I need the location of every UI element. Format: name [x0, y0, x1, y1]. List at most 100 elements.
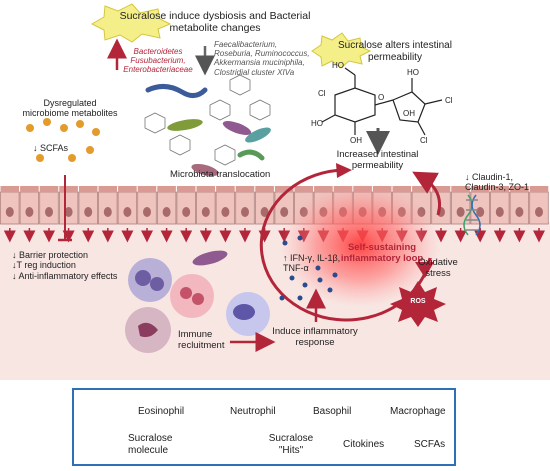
microvilli: [78, 186, 98, 192]
legend-box: [72, 388, 456, 466]
scfa-dot: [86, 146, 94, 154]
lamina-propria: [0, 222, 550, 380]
cytokine-label: ↑ IFN-γ, IL-1β, TNF-α: [283, 253, 341, 274]
oxidative-to-permeability-arrow: [412, 171, 441, 216]
decreased-taxon: Faecalibacterium,: [214, 40, 278, 49]
svg-text:O: O: [378, 93, 384, 102]
microvilli: [235, 186, 255, 192]
cell-nucleus: [45, 207, 53, 217]
cytokine-dot: [317, 277, 323, 283]
loop-arrow-head-right: [415, 262, 434, 278]
cell-nucleus: [143, 207, 151, 217]
scfa-dot: [60, 124, 68, 132]
permeability-title: Sucralose alters intestinal permeability: [338, 40, 452, 63]
svg-text:HO: HO: [332, 61, 344, 70]
cell-nucleus: [476, 207, 485, 217]
immune-cells: [125, 250, 270, 353]
increased-taxon: Bacteroidetes: [133, 47, 183, 56]
increased-permeability-label: Increased intestinal permeability: [336, 149, 419, 171]
cell-nucleus: [280, 207, 289, 217]
legend-neutrophil: Neutrophil: [230, 406, 276, 417]
cell-nucleus: [5, 207, 14, 217]
increased-taxon: Enterobacteriaceae: [123, 65, 193, 75]
microvilli: [59, 186, 78, 192]
svg-text:Cl: Cl: [420, 136, 428, 145]
legend-basophil: Basophil: [313, 406, 352, 417]
inflammatory-response-label: Induce inflammatory response: [272, 326, 358, 348]
cell-nucleus: [64, 207, 73, 217]
microvilli: [98, 186, 118, 192]
cytokine-dot: [279, 295, 285, 301]
svg-text:Cl: Cl: [318, 89, 326, 98]
legend-citokines: Citokines: [343, 439, 385, 450]
increased-taxon: Fusubacterium,: [130, 56, 186, 66]
decreased-taxon: Clostridial cluster XIVa: [214, 67, 295, 77]
microvilli: [176, 186, 196, 192]
microvilli: [451, 186, 470, 192]
sucralose-hit-burst-right: [311, 32, 372, 69]
cytokine-dot: [289, 275, 295, 281]
cytokine-dot: [332, 272, 338, 278]
microvilli: [255, 186, 274, 192]
svg-text:HO: HO: [407, 68, 419, 77]
microvilli: [510, 186, 529, 192]
microvilli: [196, 186, 216, 192]
cytokine-dot: [327, 287, 333, 293]
microvilli: [118, 186, 137, 192]
cell-nucleus: [241, 207, 249, 217]
scfa-dot: [76, 120, 84, 128]
loop-label: Self-sustaining inflammatory loop: [340, 242, 424, 264]
cell-nucleus: [201, 207, 210, 217]
barrier-effects-list: ↓ Barrier protection ↓T reg induction ↓ …: [12, 250, 120, 281]
ros-label: ROS: [410, 298, 426, 305]
legend-sucralose-hits: Sucralose "Hits": [268, 433, 314, 456]
legend-macrophage: Macrophage: [390, 406, 446, 417]
cell-nucleus: [515, 207, 524, 217]
microvilli: [294, 186, 314, 192]
scfa-dot: [26, 124, 34, 132]
cell-nucleus: [221, 207, 230, 217]
microvilli: [0, 186, 20, 192]
microvilli: [431, 186, 451, 192]
tight-junction-label: ↓ Claudin-1, Claudin-3, ZO-1: [465, 172, 530, 193]
cell-nucleus: [260, 207, 269, 217]
cytokine-dot: [297, 235, 303, 241]
tight-junction-icon: [463, 194, 481, 236]
barrier-effect: ↓ Anti-inflammatory effects: [12, 270, 118, 281]
microvilli: [274, 186, 294, 192]
scfa-dots: [26, 118, 100, 162]
ros-burst: [390, 281, 446, 327]
legend-sucralose-molecule: Sucralose molecule: [128, 433, 173, 456]
microvilli: [392, 186, 412, 192]
cell-nucleus: [495, 207, 504, 217]
cytokine-dot: [282, 240, 288, 246]
scfa-dot: [92, 128, 100, 136]
cell-nucleus: [162, 207, 171, 217]
increased-taxa-list: Bacteroidetes Fusubacterium, Enterobacte…: [112, 47, 204, 75]
cell-nucleus: [84, 207, 93, 217]
cytokine-dots: [279, 235, 338, 301]
cell-nucleus: [123, 207, 132, 217]
svg-text:OH: OH: [403, 109, 415, 118]
translocation-label: Microbiota translocation: [170, 169, 271, 180]
svg-text:HO: HO: [311, 119, 323, 128]
sucralose-structure: [321, 67, 443, 136]
svg-text:Cl: Cl: [445, 96, 453, 105]
metabolites-title: Dysregulated microbiome metabolites: [22, 98, 118, 119]
immune-recruitment-label: Immune recluitment: [178, 329, 225, 351]
cell-nucleus: [103, 207, 112, 217]
microvilli: [20, 186, 39, 192]
microvilli: [137, 186, 157, 192]
decreased-taxon: Akkermansia muciniphila,: [214, 58, 305, 68]
oxidative-label: Oxidative stress: [418, 257, 458, 279]
legend-scfas: SCFAs: [414, 439, 446, 450]
svg-text:OH: OH: [350, 136, 362, 145]
cell-nucleus: [25, 207, 34, 217]
cell-nucleus: [456, 207, 465, 217]
loop-arrow-head-top: [336, 163, 352, 178]
microvilli: [470, 186, 490, 192]
microvilli: [216, 186, 235, 192]
microvilli: [39, 186, 59, 192]
sucralose-hit-burst-top: [90, 3, 172, 43]
